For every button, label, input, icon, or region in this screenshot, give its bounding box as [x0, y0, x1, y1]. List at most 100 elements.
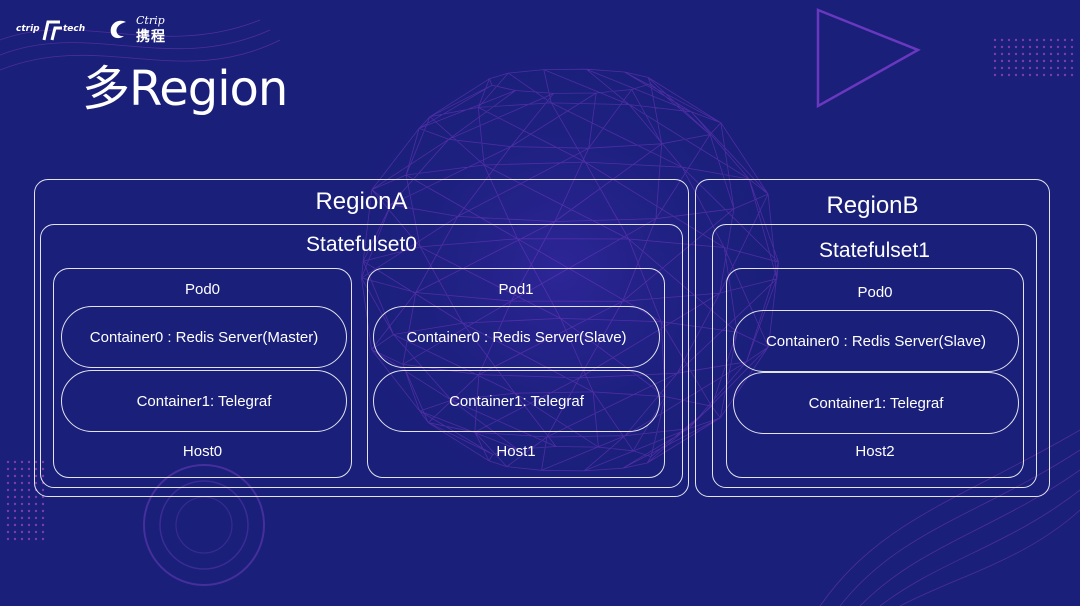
decor-dot: [1007, 73, 1011, 77]
decor-dot: [27, 537, 31, 541]
decor-dot: [20, 537, 24, 541]
container1-telegraf: Container1: Telegraf: [733, 372, 1019, 434]
ctrip-tech-logo: ctrip tech: [16, 18, 86, 44]
container0-redis: Container0 : Redis Server(Slave): [733, 310, 1019, 372]
decor-dot: [41, 523, 45, 527]
decor-dot: [1007, 66, 1011, 70]
ctrip-wordmark-cn: 携程: [136, 29, 166, 45]
ctrip-wordmark-en: Ctrip: [136, 14, 165, 27]
decor-dot: [1056, 38, 1060, 42]
decor-dot: [1014, 73, 1018, 77]
decor-dot: [1056, 73, 1060, 77]
decor-dot: [34, 523, 38, 527]
decor-dot: [27, 488, 31, 492]
decor-dot: [20, 474, 24, 478]
ct-mark-icon: [42, 20, 62, 41]
decor-dot: [1056, 59, 1060, 63]
region-label: RegionA: [315, 188, 408, 215]
pod-region-a-0: Pod0 Host0: [53, 268, 352, 478]
decor-dot: [34, 495, 38, 499]
decor-dot: [1021, 66, 1025, 70]
decor-dot: [1035, 66, 1039, 70]
decor-dot: [1063, 66, 1067, 70]
decor-dot: [1063, 59, 1067, 63]
decor-dot: [6, 530, 10, 534]
decor-dot: [41, 509, 45, 513]
decor-dot: [41, 516, 45, 520]
decor-dot: [1056, 45, 1060, 49]
decor-dot: [34, 474, 38, 478]
decor-dot: [41, 460, 45, 464]
decor-dot: [20, 488, 24, 492]
decor-dot: [1007, 45, 1011, 49]
region-a: RegionA: [34, 179, 689, 497]
decor-dot: [1070, 52, 1074, 56]
decor-dot: [1063, 52, 1067, 56]
decor-dot: [1070, 66, 1074, 70]
decor-dot: [13, 523, 17, 527]
decor-dot: [27, 474, 31, 478]
decor-dot: [1021, 52, 1025, 56]
decor-dot: [1035, 38, 1039, 42]
decor-dot: [41, 530, 45, 534]
host-label: Host0: [182, 443, 223, 460]
ctrip-logo: Ctrip 携程: [106, 14, 176, 45]
decor-dot: [1035, 73, 1039, 77]
decor-dot: [1000, 73, 1004, 77]
decor-dot: [1056, 52, 1060, 56]
pod-region-a-1: Pod1 Host1: [367, 268, 665, 478]
decor-dot: [34, 467, 38, 471]
pod-label: Pod1: [498, 281, 534, 298]
decor-dot: [27, 509, 31, 513]
container1-label: Container1: Telegraf: [808, 394, 944, 412]
decor-dot: [13, 481, 17, 485]
decor-dot: [27, 495, 31, 499]
decor-dot: [34, 537, 38, 541]
decor-dot: [1049, 52, 1053, 56]
decor-dot: [1007, 38, 1011, 42]
decor-dot: [1000, 52, 1004, 56]
decor-dot: [27, 481, 31, 485]
decor-dot: [34, 530, 38, 534]
decor-dot: [1021, 59, 1025, 63]
host-label: Host1: [496, 443, 536, 460]
decor-dot: [13, 495, 17, 499]
host-label: Host2: [855, 443, 895, 460]
decor-dot: [1049, 59, 1053, 63]
region-label: RegionB: [826, 192, 919, 219]
pod-label: Pod0: [857, 284, 893, 301]
decor-dot: [6, 516, 10, 520]
decor-dot: [13, 537, 17, 541]
decor-dot: [6, 537, 10, 541]
decor-dot: [13, 502, 17, 506]
decor-dot: [13, 460, 17, 464]
decor-dot: [20, 509, 24, 513]
container0-redis: Container0 : Redis Server(Master): [61, 306, 347, 368]
decor-dot: [993, 52, 997, 56]
decor-dot: [1049, 73, 1053, 77]
decor-dot: [993, 66, 997, 70]
decor-dot: [6, 460, 10, 464]
decor-dot: [20, 523, 24, 527]
container1-label: Container1: Telegraf: [136, 392, 272, 410]
decor-dot: [20, 495, 24, 499]
decor-dot: [27, 530, 31, 534]
decor-dot: [6, 474, 10, 478]
decor-dot: [1000, 38, 1004, 42]
decor-dot: [1000, 66, 1004, 70]
container0-label: Container0 : Redis Server(Slave): [406, 328, 627, 346]
container1-telegraf: Container1: Telegraf: [373, 370, 660, 432]
decor-dot: [1021, 45, 1025, 49]
container0-label: Container0 : Redis Server(Master): [89, 328, 319, 346]
decor-dot: [1042, 52, 1046, 56]
container0-redis: Container0 : Redis Server(Slave): [373, 306, 660, 368]
logo-word-ctrip: ctrip: [16, 24, 40, 34]
decor-dot: [41, 502, 45, 506]
dolphin-icon: [110, 20, 126, 39]
decor-dot: [20, 502, 24, 506]
decor-dot: [1042, 59, 1046, 63]
decor-dot: [1014, 59, 1018, 63]
decor-dot: [1063, 38, 1067, 42]
decor-dot: [993, 73, 997, 77]
